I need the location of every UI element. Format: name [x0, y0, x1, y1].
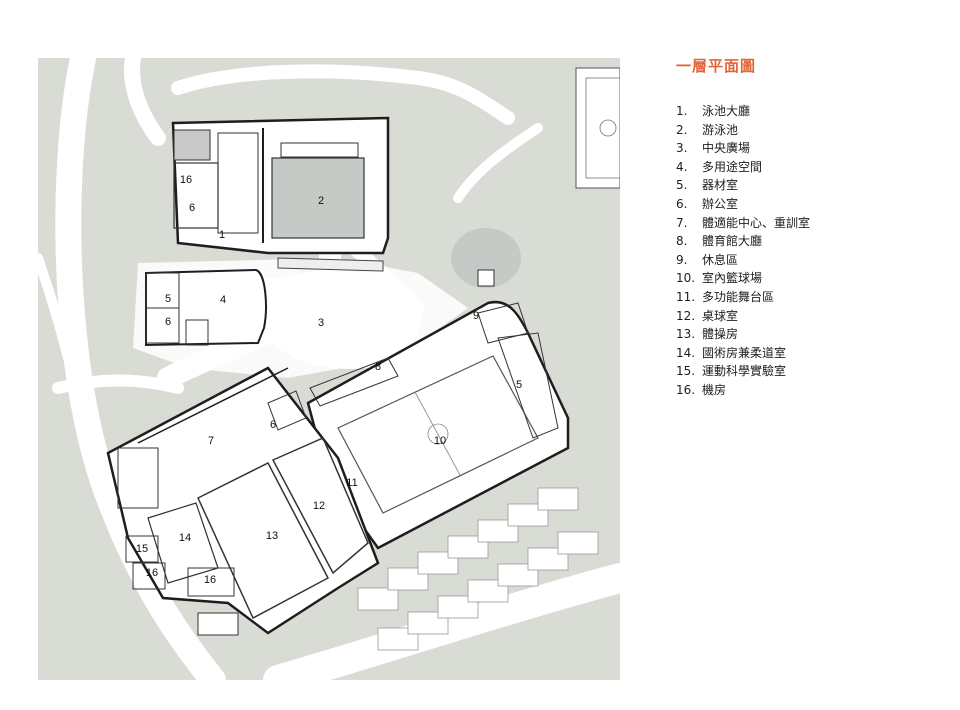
sports-field [575, 67, 620, 189]
legend-item-label: 泳池大廳 [702, 104, 751, 118]
room-label-16a: 16 [180, 174, 192, 186]
room-label-3: 3 [318, 317, 324, 329]
room-label-1: 1 [219, 229, 225, 241]
legend-item-label: 多功能舞台區 [702, 289, 775, 304]
legend-item: 14. 國術房兼柔道室 [676, 344, 946, 363]
legend-item-number: 11. [676, 289, 696, 304]
legend-item-label: 室內籃球場 [702, 271, 763, 286]
room-label-15: 15 [136, 543, 148, 555]
legend-item-number: 6. [676, 196, 688, 211]
room-label-14: 14 [179, 532, 191, 544]
legend-item-label: 運動科學實驗室 [702, 364, 787, 379]
legend-item-label: 體育館大廳 [702, 234, 763, 249]
legend-item-label: 體適能中心、重訓室 [702, 215, 811, 230]
legend-item: 10. 室內籃球場 [676, 269, 946, 288]
gymnasium-building [306, 300, 570, 550]
legend-item: 4. 多用途空間 [676, 158, 946, 177]
legend-item: 12. 桌球室 [676, 307, 946, 326]
legend-item-label: 中央廣場 [702, 141, 751, 156]
legend-item-label: 國術房兼柔道室 [702, 345, 787, 360]
fitness-building [106, 366, 380, 636]
legend-item-number: 8. [676, 234, 688, 249]
legend-item: 1. 泳池大廳 [676, 102, 946, 121]
legend-item-number: 1. [676, 104, 688, 118]
legend-item-number: 14. [676, 345, 696, 360]
legend-item-label: 休息區 [702, 252, 739, 267]
aquatic-building [171, 116, 390, 272]
legend-item-number: 16. [676, 382, 696, 397]
multipurpose-building [145, 268, 267, 347]
legend-item: 15. 運動科學實驗室 [676, 362, 946, 381]
room-label-12: 12 [313, 500, 325, 512]
room-label-5a: 5 [165, 293, 171, 305]
legend-item-number: 7. [676, 215, 688, 230]
legend-item-label: 器材室 [702, 178, 739, 193]
room-label-10: 10 [434, 435, 446, 447]
room-label-7: 7 [208, 435, 214, 447]
room-label-2: 2 [318, 195, 324, 207]
legend-item-number: 12. [676, 308, 696, 323]
legend-item-label: 體操房 [702, 327, 739, 342]
pond-pavilion [477, 269, 495, 287]
legend-item-label: 機房 [702, 382, 727, 397]
legend: 一層平面圖 1.泳池大廳 2.游泳池 3.中央廣場 4.多用途空間 5.器材室 … [676, 55, 946, 400]
legend-item-label: 多用途空間 [702, 159, 763, 174]
legend-item: 8. 體育館大廳 [676, 232, 946, 251]
room-label-16c: 16 [204, 574, 216, 586]
legend-item: 6. 辦公室 [676, 195, 946, 214]
legend-item: 3. 中央廣場 [676, 139, 946, 158]
legend-item: 9. 休息區 [676, 251, 946, 270]
legend-item-number: 15. [676, 364, 696, 379]
legend-item-label: 游泳池 [702, 122, 739, 137]
legend-item-number: 9. [676, 252, 688, 267]
swimming-pool [271, 157, 365, 239]
room-label-4: 4 [220, 294, 226, 306]
legend-item: 5. 器材室 [676, 176, 946, 195]
room-label-6b: 6 [165, 316, 171, 328]
legend-item-number: 13. [676, 327, 696, 342]
room-label-16b: 16 [146, 567, 158, 579]
room-label-5b: 5 [516, 379, 522, 391]
legend-title: 一層平面圖 [676, 57, 757, 75]
parking-stalls [357, 487, 599, 651]
legend-item-number: 10. [676, 271, 696, 286]
legend-item: 11. 多功能舞台區 [676, 288, 946, 307]
legend-list: 1.泳池大廳 2.游泳池 3.中央廣場 4.多用途空間 5.器材室 6.辦公室 … [676, 102, 946, 400]
pond [451, 228, 521, 288]
room-label-13: 13 [266, 530, 278, 542]
floor-plan: 1 2 3 4 5 5 6 6 6 7 8 9 10 11 12 13 14 1… [38, 58, 620, 680]
room-label-8: 8 [375, 361, 381, 373]
legend-item: 7. 體適能中心、重訓室 [676, 214, 946, 233]
legend-item-number: 4. [676, 159, 688, 174]
room-label-6a: 6 [189, 202, 195, 214]
legend-item-label: 辦公室 [702, 196, 739, 211]
room-labels: 1 2 3 4 5 5 6 6 6 7 8 9 10 11 12 13 14 1… [136, 174, 522, 586]
legend-item-label: 桌球室 [702, 308, 739, 323]
legend-item-number: 5. [676, 178, 688, 193]
legend-item: 16. 機房 [676, 381, 946, 400]
legend-item-number: 2. [676, 122, 688, 137]
room-label-6c: 6 [270, 419, 276, 431]
legend-item: 2. 游泳池 [676, 121, 946, 140]
room-label-9: 9 [473, 310, 479, 322]
room-label-11: 11 [346, 477, 357, 489]
legend-item-number: 3. [676, 141, 688, 156]
legend-item: 13. 體操房 [676, 325, 946, 344]
